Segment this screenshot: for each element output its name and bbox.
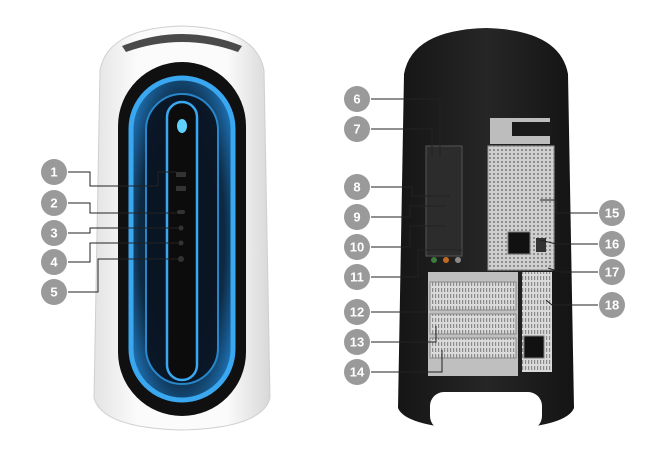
callout-14: 14 [344, 359, 370, 385]
front-port-usb-a-2 [176, 186, 186, 191]
callout-15: 15 [599, 200, 625, 226]
rear-gpu-bracket [429, 281, 517, 311]
svg-text:1: 1 [50, 165, 57, 180]
svg-text:8: 8 [353, 180, 360, 195]
front-view [93, 25, 271, 431]
front-port-headset [178, 225, 184, 231]
svg-text:15: 15 [605, 206, 619, 221]
front-port-mic [178, 240, 184, 246]
svg-text:11: 11 [350, 270, 364, 285]
callout-1: 1 [41, 159, 67, 185]
rear-slot-cover-1 [429, 313, 517, 335]
svg-text:6: 6 [353, 92, 360, 107]
svg-text:16: 16 [605, 237, 619, 252]
rear-secondary-power [523, 335, 545, 359]
callout-13: 13 [344, 329, 370, 355]
rear-psu-latch [512, 122, 552, 136]
rear-view [398, 28, 574, 430]
rear-audio-jack-3 [455, 257, 461, 263]
svg-text:13: 13 [350, 335, 364, 350]
svg-text:2: 2 [50, 196, 57, 211]
callout-17: 17 [599, 259, 625, 285]
front-port-usb-a-1 [176, 172, 186, 177]
callout-8: 8 [344, 174, 370, 200]
svg-text:12: 12 [350, 305, 364, 320]
svg-text:3: 3 [50, 226, 57, 241]
front-port-usb-c [177, 210, 185, 214]
svg-text:10: 10 [350, 240, 364, 255]
front-top-vent [122, 34, 242, 52]
alien-logo-icon [177, 119, 187, 133]
svg-text:17: 17 [605, 265, 619, 280]
rear-feet-cutout [430, 392, 542, 430]
callout-7: 7 [344, 116, 370, 142]
callout-11: 11 [344, 264, 370, 290]
rear-power-connector [507, 231, 531, 255]
rear-io-panel [425, 145, 463, 257]
callout-3: 3 [41, 220, 67, 246]
svg-text:7: 7 [353, 122, 360, 137]
callout-2: 2 [41, 190, 67, 216]
callout-10: 10 [344, 234, 370, 260]
front-power-button [178, 256, 184, 262]
svg-text:9: 9 [353, 210, 360, 225]
callout-18: 18 [599, 292, 625, 318]
svg-text:14: 14 [350, 365, 365, 380]
callout-12: 12 [344, 299, 370, 325]
callout-4: 4 [41, 249, 67, 275]
rear-audio-jack-2 [443, 257, 449, 263]
callout-16: 16 [599, 231, 625, 257]
rear-slot-cover-2 [429, 337, 517, 359]
callout-9: 9 [344, 204, 370, 230]
svg-text:18: 18 [605, 298, 619, 313]
svg-text:5: 5 [50, 285, 57, 300]
leader-lines [68, 98, 598, 373]
callout-6: 6 [344, 86, 370, 112]
callout-5: 5 [41, 279, 67, 305]
rear-psu-switch [536, 238, 546, 252]
rear-audio-jack-1 [431, 257, 437, 263]
svg-text:4: 4 [50, 255, 58, 270]
